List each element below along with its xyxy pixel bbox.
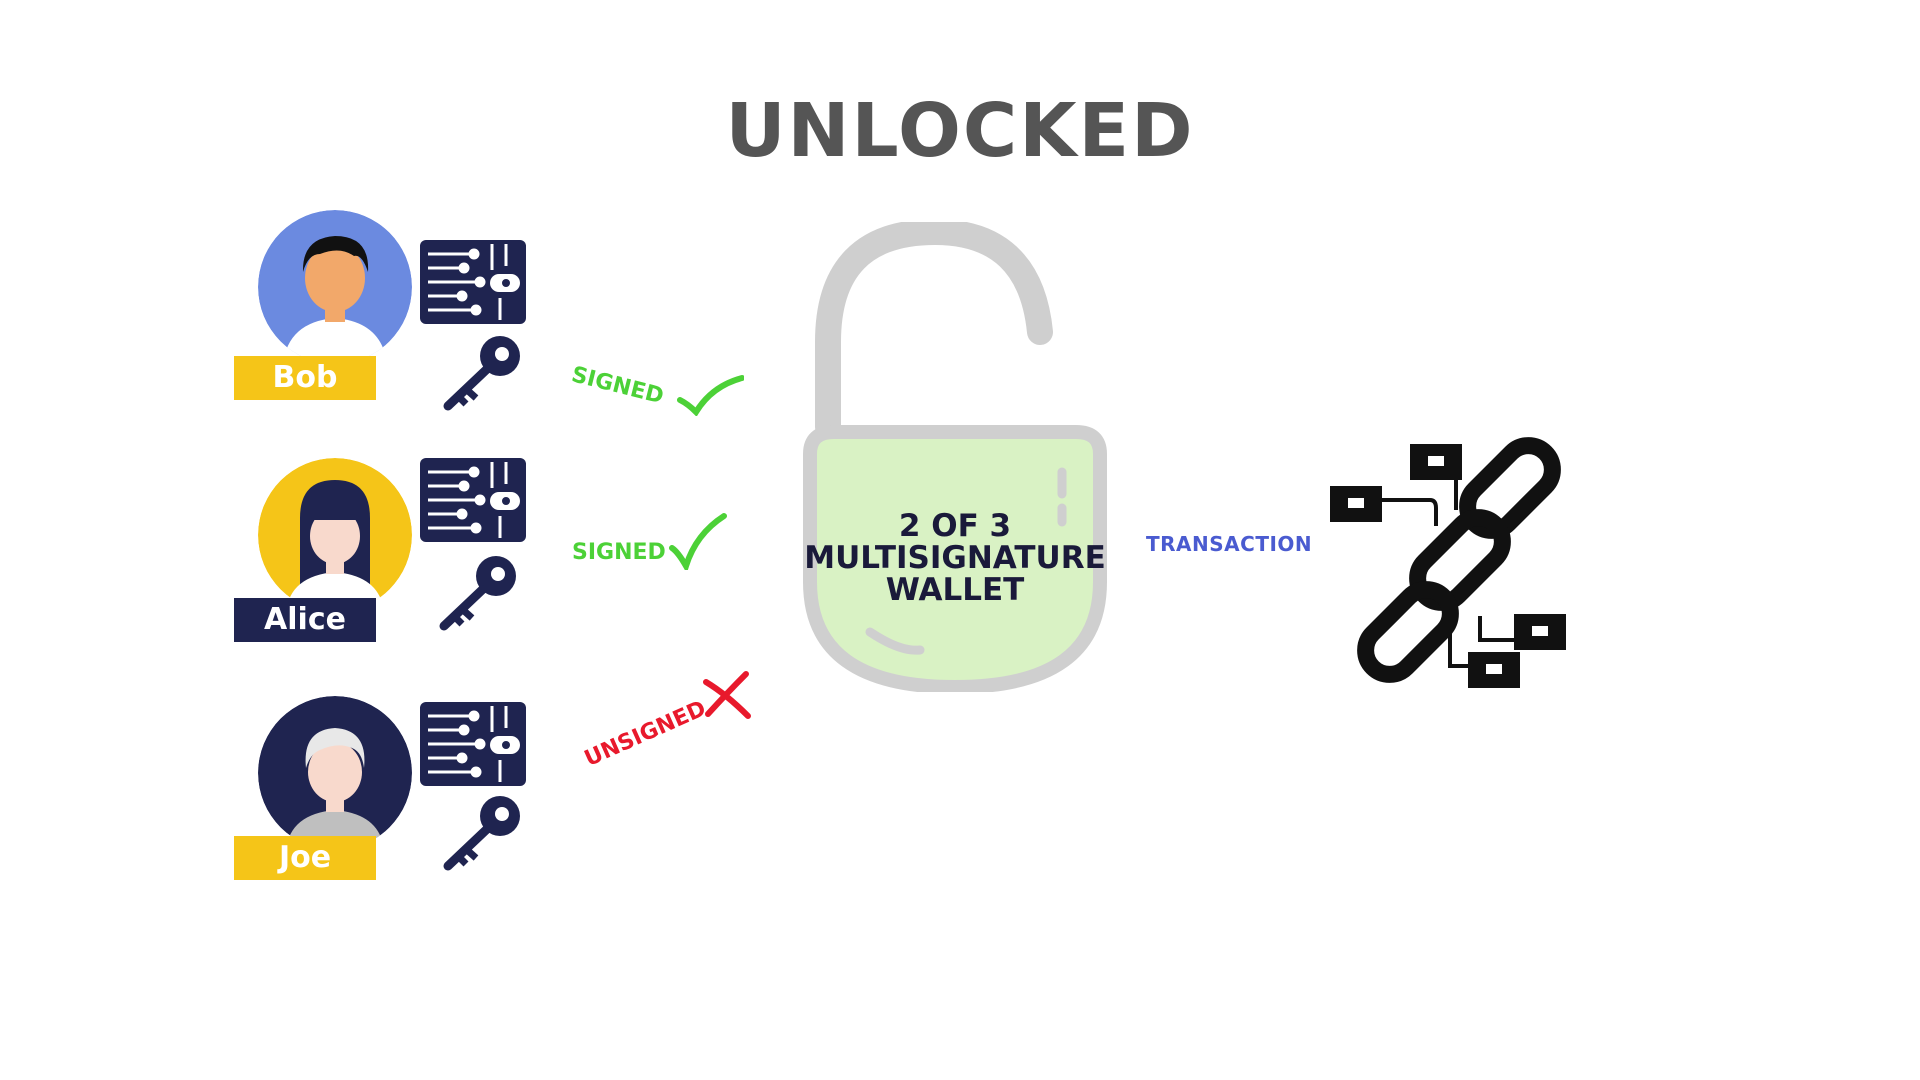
padlock-open-icon xyxy=(803,222,1107,692)
hardware-wallet-icon xyxy=(420,458,526,542)
hardware-wallet-icon xyxy=(420,702,526,786)
key-icon xyxy=(443,336,520,411)
blockchain-link-icon xyxy=(1330,437,1566,688)
status-label-alice: SIGNED xyxy=(572,540,666,565)
name-tag-alice: Alice xyxy=(234,598,376,642)
name-tag-joe: Joe xyxy=(234,836,376,880)
key-icon xyxy=(439,556,516,631)
avatar-joe xyxy=(258,696,412,850)
avatar-bob xyxy=(258,210,412,364)
check-icon xyxy=(677,375,744,416)
wallet-label-line1: 2 OF 3 xyxy=(898,508,1012,544)
hardware-wallet-icon xyxy=(420,240,526,324)
wallet-label-line2: MULTISIGNATURE xyxy=(804,540,1106,576)
key-icon xyxy=(443,796,520,871)
status-label-joe: UNSIGNED xyxy=(580,696,710,772)
avatar-alice xyxy=(258,458,412,612)
name-tag-bob: Bob xyxy=(234,356,376,400)
status-label-bob: SIGNED xyxy=(568,362,667,410)
transaction-label: TRANSACTION xyxy=(1146,532,1313,556)
cross-icon xyxy=(703,671,751,719)
wallet-label-line3: WALLET xyxy=(885,572,1025,608)
check-icon xyxy=(669,513,727,570)
wallet-label: 2 OF 3 MULTISIGNATURE WALLET xyxy=(795,510,1115,606)
diagram-title: UNLOCKED xyxy=(725,88,1195,174)
